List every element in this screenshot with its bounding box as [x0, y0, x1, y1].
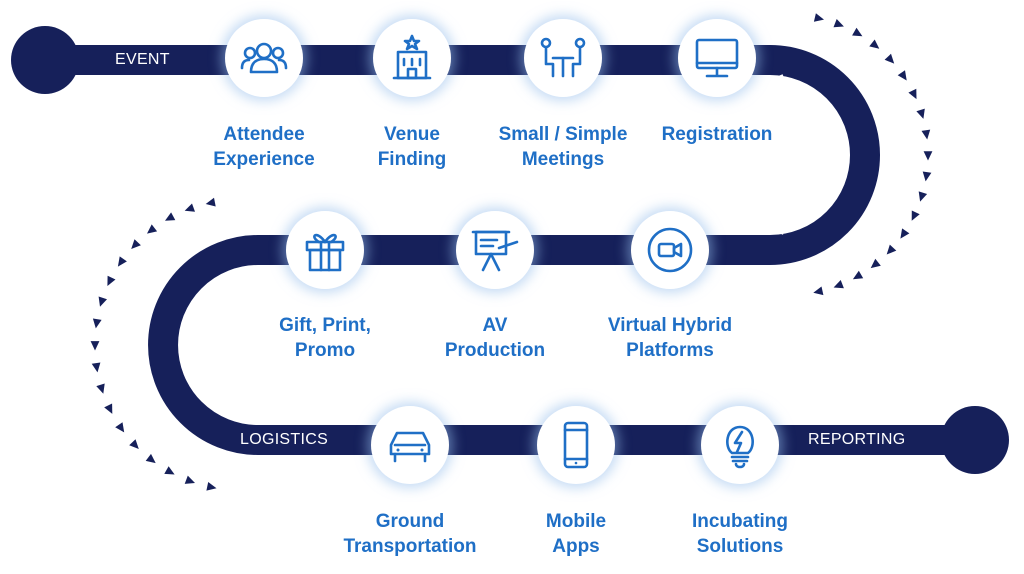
- arrow-marker: [813, 286, 824, 296]
- arrow-marker: [833, 280, 844, 289]
- step-node-attendee-experience: [225, 19, 303, 97]
- arrow-marker: [813, 13, 824, 22]
- step-node-av-production: [456, 211, 534, 289]
- step-node-mobile-apps: [537, 406, 615, 484]
- people-group-icon: [240, 42, 288, 74]
- arrow-marker: [165, 212, 176, 221]
- arrow-marker: [870, 258, 881, 269]
- arrow-marker: [205, 197, 216, 207]
- step-label-registration: Registration: [661, 124, 773, 145]
- arrow-marker: [92, 318, 102, 329]
- car-icon: [389, 431, 431, 463]
- arrow-marker: [147, 224, 158, 234]
- arrow-marker: [184, 203, 195, 212]
- arrow-marker: [184, 475, 195, 484]
- arrow-marker: [115, 422, 125, 433]
- arrow-marker: [911, 210, 920, 221]
- stage-label-reporting: REPORTING: [808, 431, 906, 448]
- arrow-marker: [916, 108, 925, 119]
- lightbulb-bolt-icon: [726, 425, 754, 469]
- arrow-marker: [91, 362, 101, 373]
- meeting-table-icon: [540, 37, 586, 78]
- arrow-marker: [886, 244, 897, 255]
- arrow-marker: [90, 341, 100, 351]
- step-node-registration: [678, 19, 756, 97]
- start-dot: [11, 26, 79, 94]
- step-node-virtual-hybrid-platforms: [631, 211, 709, 289]
- end-dot: [941, 406, 1009, 474]
- arrow-marker: [900, 228, 910, 239]
- arrow-marker: [833, 19, 844, 28]
- stage-label-event: EVENT: [115, 51, 170, 68]
- step-node-small-simple-meetings: [524, 19, 602, 97]
- arrow-marker: [884, 53, 895, 64]
- presentation-board-icon: [471, 230, 519, 272]
- arrow-marker: [908, 88, 917, 100]
- arrow-marker: [107, 275, 116, 286]
- step-node-gift-print-promo: [286, 211, 364, 289]
- arrow-marker: [145, 453, 156, 464]
- step-node-ground-transportation: [371, 406, 449, 484]
- arrow-markers-right: [813, 13, 933, 296]
- arrow-marker: [206, 482, 217, 491]
- step-node-incubating-solutions: [701, 406, 779, 484]
- arrow-markers-left: [90, 197, 217, 491]
- stage-label-logistics: LOGISTICS: [240, 431, 329, 448]
- arrow-marker: [96, 383, 105, 394]
- arrow-marker: [869, 39, 880, 49]
- video-camera-icon: [647, 227, 693, 273]
- arrow-marker: [117, 256, 127, 267]
- arrow-marker: [852, 27, 863, 37]
- step-node-venue-finding: [373, 19, 451, 97]
- arrow-marker: [164, 466, 175, 475]
- arrow-marker: [852, 270, 864, 280]
- arrow-marker: [131, 239, 141, 249]
- arrow-marker: [921, 129, 931, 140]
- gift-icon: [305, 233, 345, 272]
- stage-label-experience-design: EXPERIENCE DESIGN: [771, 72, 804, 238]
- step-label-gift-print-promo: Gift, Print,Promo: [279, 315, 371, 361]
- arrow-marker: [923, 151, 933, 161]
- building-star-icon: [392, 34, 432, 80]
- smartphone-icon: [563, 421, 589, 469]
- monitor-icon: [695, 38, 739, 78]
- arrow-marker: [129, 439, 139, 449]
- arrow-marker: [98, 296, 107, 307]
- arrow-marker: [918, 191, 928, 202]
- arrow-marker: [922, 171, 932, 182]
- arrow-marker: [897, 70, 907, 81]
- arrow-marker: [104, 403, 113, 414]
